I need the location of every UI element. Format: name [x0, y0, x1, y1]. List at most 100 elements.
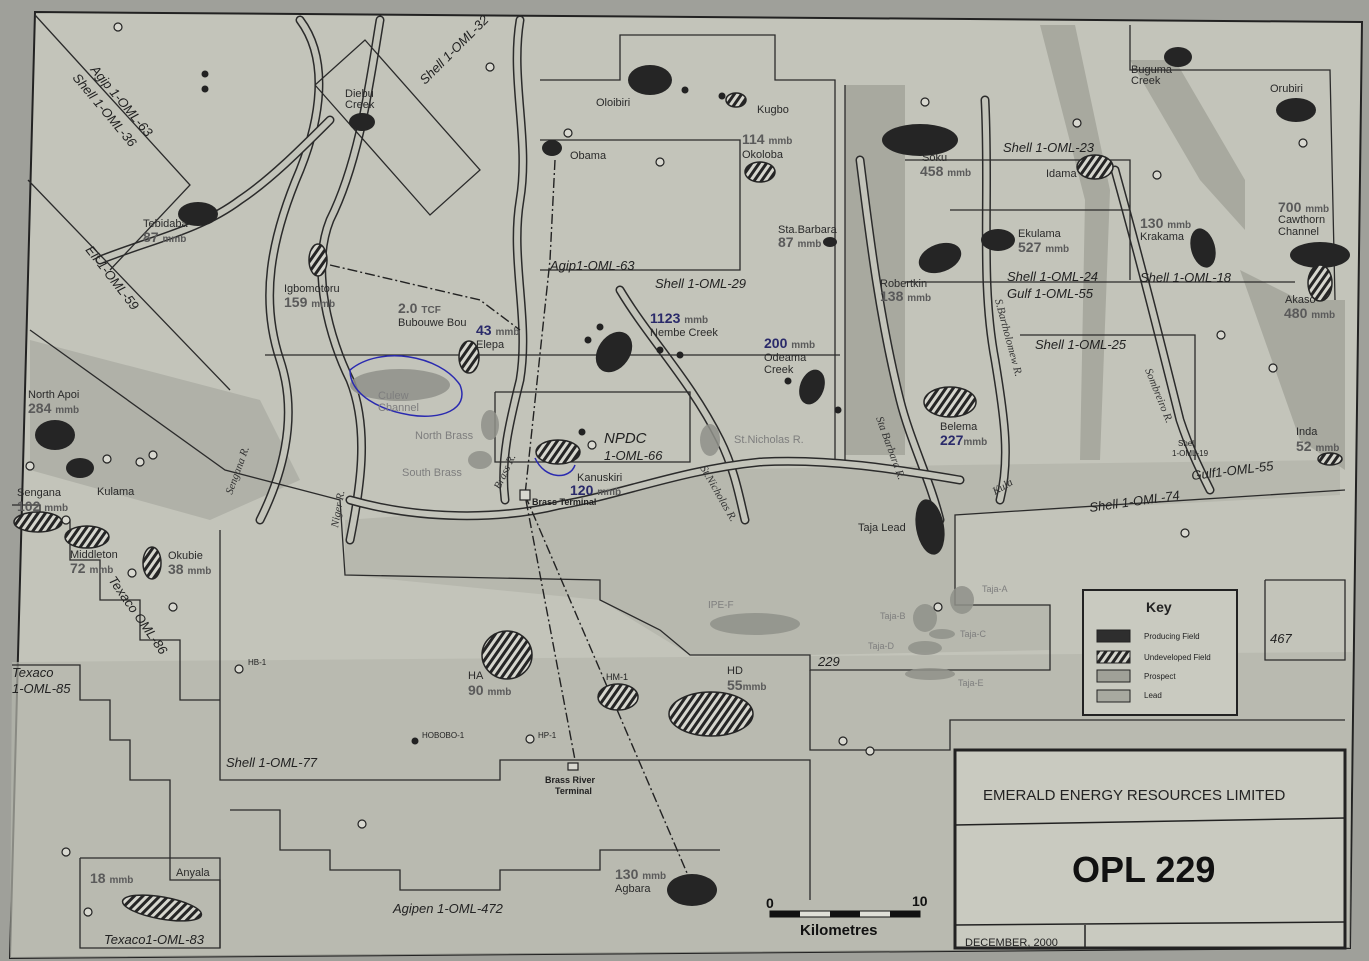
field-label-sta-barbara: Sta.Barbara — [778, 224, 838, 236]
company-name: EMERALD ENERGY RESOURCES LIMITED — [983, 787, 1285, 804]
block-label-shell-oml-24: Shell 1-OML-24 — [1007, 269, 1098, 284]
block-label-shell-oml-23: Shell 1-OML-23 — [1003, 140, 1095, 155]
field-label-anyala: Anyala — [176, 867, 211, 879]
field-label-buguma-1: Buguma — [1131, 64, 1173, 76]
field-value-robertkin: 138 mmb — [880, 288, 931, 304]
field-label-odeama-2: Creek — [764, 364, 794, 376]
field-label-hd: HD — [727, 665, 743, 677]
field-label-soku: Soku — [922, 152, 947, 164]
title-block: EMERALD ENERGY RESOURCES LIMITED OPL 229… — [953, 748, 1347, 950]
field-value-ekulama: 527 mmb — [1018, 239, 1069, 255]
field-label-middleton: Middleton — [70, 549, 118, 561]
key-title: Key — [1146, 599, 1172, 615]
label-taja-c: Taja-C — [960, 629, 987, 639]
field-value-akaso: 480 mmb — [1284, 305, 1335, 321]
scale-end: 10 — [912, 893, 928, 909]
field-label-okubie: Okubie — [168, 550, 203, 562]
prospects-leads — [349, 355, 974, 680]
field-value-cawthorn: 700 mmb — [1278, 199, 1329, 215]
field-value-soku: 458 mmb — [920, 163, 971, 179]
key-swatch-producing — [1096, 629, 1131, 643]
key-swatch-undeveloped — [1096, 650, 1131, 664]
field-label-kugbo: Kugbo — [757, 104, 789, 116]
map-date: DECEMBER, 2000 — [965, 937, 1058, 949]
field-value-elepa: 43 mmb — [476, 322, 519, 338]
key-label-prospect: Prospect — [1144, 672, 1176, 681]
field-value-north-apoi: 284 mmb — [28, 400, 79, 416]
block-label-shell-oml-25: Shell 1-OML-25 — [1035, 337, 1127, 352]
block-label-texaco-oml-85-a: Texaco — [12, 665, 53, 680]
label-taja-b: Taja-B — [880, 611, 906, 621]
label-north-brass: North Brass — [415, 430, 474, 442]
undeveloped-fields — [13, 92, 1343, 922]
block-label-shell-oml-18: Shell 1-OML-18 — [1140, 270, 1232, 285]
producing-fields — [35, 47, 1350, 906]
block-label-opl-229: 229 — [817, 654, 840, 669]
key-label-lead: Lead — [1144, 691, 1162, 700]
block-label-opl-467: 467 — [1270, 631, 1292, 646]
block-label-texaco-oml-85-b: 1-OML-85 — [12, 681, 71, 696]
label-taja-a: Taja-A — [982, 584, 1008, 594]
field-label-obama: Obama — [570, 150, 607, 162]
key-label-producing: Producing Field — [1144, 632, 1200, 641]
block-boundaries — [12, 14, 1346, 949]
field-label-nembe: Nembe Creek — [650, 327, 718, 339]
river-label-st-nicholas: St.Nicholas R. — [734, 434, 804, 446]
key-swatch-prospect — [1096, 669, 1131, 683]
label-brass-river-terminal-1: Brass River — [545, 775, 596, 785]
field-label-north-apoi: North Apoi — [28, 389, 79, 401]
label-culew-channel-2: Channel — [378, 402, 419, 414]
field-label-diebu-2: Creek — [345, 99, 375, 111]
block-label-shell-oml-29: Shell 1-OML-29 — [655, 276, 746, 291]
field-value-nembe: 1123 mmb — [650, 310, 708, 326]
field-label-belema: Belema — [940, 421, 978, 433]
well-label-hobobo-1: HOBOBO-1 — [422, 731, 465, 740]
field-value-ha: 90 mmb — [468, 682, 511, 698]
field-value-sta-barbara: 87 mmb — [778, 234, 821, 250]
field-label-cawthorn-2: Channel — [1278, 226, 1319, 238]
field-label-agbara: Agbara — [615, 883, 651, 895]
label-taja-lead: Taja Lead — [858, 522, 906, 534]
field-value-krakama: 130 mmb — [1140, 215, 1191, 231]
field-value-sengana: 102 mmb — [17, 498, 68, 514]
field-value-igbomotoru: 159 mmb — [284, 294, 335, 310]
scale-unit: Kilometres — [800, 922, 878, 939]
scale-bar: 0 10 Kilometres — [766, 893, 928, 939]
field-label-okoloba: Okoloba — [742, 149, 784, 161]
field-value-hd: 55mmb — [727, 677, 766, 693]
key-swatch-lead — [1096, 689, 1131, 703]
field-label-robertkin: Robertkin — [880, 278, 927, 290]
label-south-brass: South Brass — [402, 467, 462, 479]
key-label-undeveloped: Undeveloped Field — [1144, 653, 1211, 662]
block-label-texaco1-oml-83: Texaco1-OML-83 — [104, 932, 205, 947]
block-label-agipen-oml-472: Agipen 1-OML-472 — [392, 901, 504, 916]
field-label-akaso: Akaso — [1285, 294, 1316, 306]
field-label-ekulama: Ekulama — [1018, 228, 1062, 240]
well-label-hb-1: HB-1 — [248, 658, 267, 667]
well-label-hp-1: HP-1 — [538, 731, 557, 740]
block-label-gulf-oml-55: Gulf 1-OML-55 — [1007, 286, 1094, 301]
field-label-buguma-2: Creek — [1131, 75, 1161, 87]
scale-start: 0 — [766, 895, 774, 911]
block-label-oml-66: 1-OML-66 — [604, 448, 663, 463]
field-label-kanuskiri: Kanuskiri — [577, 472, 622, 484]
field-label-kulama: Kulama — [97, 486, 135, 498]
field-value-agbara: 130 mmb — [615, 866, 666, 882]
field-value-india: 52 mmb — [1296, 438, 1339, 454]
map-title: OPL 229 — [1072, 849, 1215, 890]
block-label-shell-oml-19-a: Shell — [1178, 439, 1196, 448]
pipelines — [329, 159, 691, 881]
field-value-tebidaba: 87 mmb — [143, 229, 186, 245]
field-label-igbomotoru: Igbomotoru — [284, 283, 340, 295]
field-label-cawthorn-1: Cawthorn — [1278, 214, 1325, 226]
label-brass-river-terminal-2: Terminal — [555, 786, 592, 796]
label-brass-terminal: Brass Terminal — [532, 497, 596, 507]
field-label-sengana: Sengana — [17, 487, 62, 499]
field-labels: Diebu Creek Oloibiri Kugbo Obama 114 mmb… — [17, 64, 1339, 895]
field-label-orubiri: Orubiri — [1270, 83, 1303, 95]
field-label-oloibiri: Oloibiri — [596, 97, 630, 109]
field-label-idama: Idama — [1046, 168, 1077, 180]
rivers — [95, 15, 1215, 545]
field-label-odeama-1: Odeama — [764, 352, 807, 364]
